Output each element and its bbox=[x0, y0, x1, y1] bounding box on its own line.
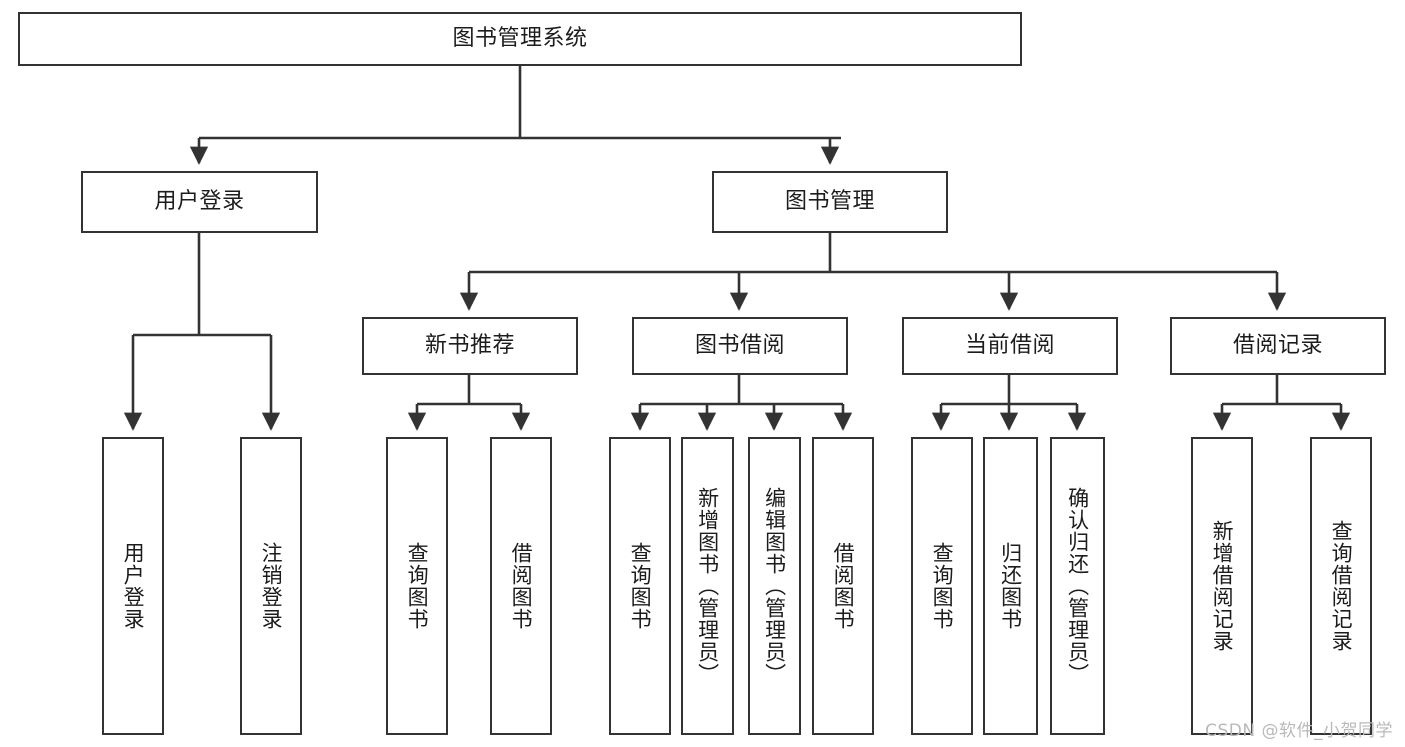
node-label: 借阅记录 bbox=[1232, 332, 1323, 358]
node-book-management[interactable]: 图书管理 bbox=[712, 171, 948, 233]
leaf-borrow-record-query-record[interactable]: 查询借阅记录 bbox=[1310, 437, 1372, 735]
node-label: 归还图书 bbox=[998, 542, 1023, 630]
node-borrowing-record[interactable]: 借阅记录 bbox=[1170, 317, 1386, 375]
leaf-borrow-record-add-record[interactable]: 新增借阅记录 bbox=[1191, 437, 1253, 735]
node-root-library-management-system[interactable]: 图书管理系统 bbox=[18, 12, 1022, 66]
node-label: 新增借阅记录 bbox=[1210, 520, 1235, 652]
leaf-book-borrow-add-book-admin[interactable]: 新增图书（管理员） bbox=[681, 437, 734, 735]
node-label: 当前借阅 bbox=[964, 332, 1055, 358]
node-label: 新书推荐 bbox=[424, 332, 515, 358]
leaf-book-borrow-query-book[interactable]: 查询图书 bbox=[609, 437, 671, 735]
leaf-current-borrow-query-book[interactable]: 查询图书 bbox=[911, 437, 973, 735]
node-label: 用户登录 bbox=[154, 188, 245, 214]
leaf-new-book-borrow-book[interactable]: 借阅图书 bbox=[490, 437, 552, 735]
node-label: 编辑图书（管理员） bbox=[762, 487, 787, 685]
leaf-current-borrow-confirm-return-admin[interactable]: 确认归还（管理员） bbox=[1050, 437, 1105, 735]
node-new-book-recommendation[interactable]: 新书推荐 bbox=[362, 317, 578, 375]
node-label: 用户登录 bbox=[121, 542, 146, 630]
node-label: 图书管理系统 bbox=[452, 25, 588, 51]
node-label: 查询图书 bbox=[628, 542, 653, 630]
node-label: 注销登录 bbox=[259, 542, 284, 630]
leaf-user-login-logout[interactable]: 注销登录 bbox=[240, 437, 302, 735]
leaf-book-borrow-borrow-book[interactable]: 借阅图书 bbox=[812, 437, 874, 735]
node-label: 查询借阅记录 bbox=[1329, 520, 1354, 652]
node-label: 新增图书（管理员） bbox=[695, 487, 720, 685]
leaf-user-login-login[interactable]: 用户登录 bbox=[102, 437, 164, 735]
node-label: 借阅图书 bbox=[831, 542, 856, 630]
leaf-current-borrow-return-book[interactable]: 归还图书 bbox=[983, 437, 1038, 735]
node-user-login[interactable]: 用户登录 bbox=[81, 171, 318, 233]
leaf-new-book-query-book[interactable]: 查询图书 bbox=[386, 437, 448, 735]
node-label: 图书管理 bbox=[784, 188, 875, 214]
node-label: 借阅图书 bbox=[509, 542, 534, 630]
node-current-borrowing[interactable]: 当前借阅 bbox=[902, 317, 1118, 375]
node-label: 图书借阅 bbox=[694, 332, 785, 358]
node-label: 查询图书 bbox=[405, 542, 430, 630]
node-book-borrowing[interactable]: 图书借阅 bbox=[632, 317, 848, 375]
node-label: 确认归还（管理员） bbox=[1065, 487, 1090, 685]
node-label: 查询图书 bbox=[930, 542, 955, 630]
leaf-book-borrow-edit-book-admin[interactable]: 编辑图书（管理员） bbox=[748, 437, 801, 735]
